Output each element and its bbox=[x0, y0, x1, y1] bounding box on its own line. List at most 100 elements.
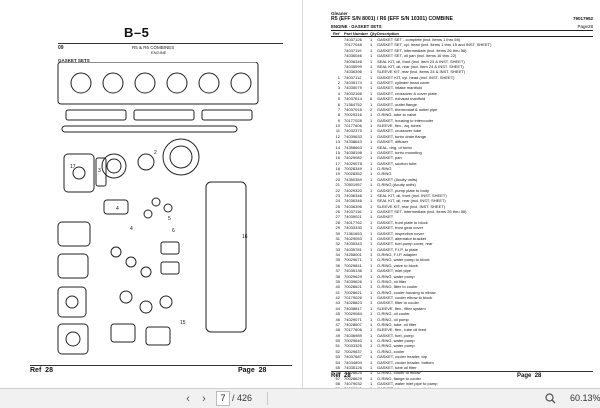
ref-cell: 33 bbox=[335, 246, 340, 252]
description-cell: GASKET bbox=[377, 214, 394, 220]
description-cell: O-RING, water pump bbox=[377, 343, 415, 349]
part-number-cell: 74035343 bbox=[344, 241, 362, 247]
part-number-cell: 74036346 bbox=[344, 192, 362, 198]
part-number-cell: 74037119 bbox=[344, 47, 362, 53]
footer-rule bbox=[331, 371, 593, 372]
qty-cell: 1 bbox=[370, 354, 373, 360]
qty-cell: 1 bbox=[370, 176, 373, 182]
description-cell: O-RING bbox=[377, 171, 392, 177]
column-rule bbox=[331, 30, 593, 31]
zoom-icon[interactable] bbox=[542, 391, 558, 406]
qty-cell: 1 bbox=[370, 69, 373, 75]
qty-cell: 1 bbox=[370, 327, 373, 333]
qty-cell: 1 bbox=[370, 219, 373, 225]
qty-cell: 1 bbox=[370, 128, 373, 134]
qty-cell: 1 bbox=[370, 370, 373, 376]
part-number-cell: 74032166 bbox=[344, 90, 362, 96]
description-cell: GASKET, F.I.P. to plate bbox=[377, 246, 418, 252]
description-cell: GASKET, cooler elbow to block bbox=[377, 295, 433, 300]
description-cell: O-RING, oil pump bbox=[377, 316, 409, 322]
ref-cell: 6 bbox=[337, 101, 340, 107]
part-number-cell: 74035174 bbox=[344, 80, 362, 85]
ref-cell: 12 bbox=[335, 133, 340, 139]
figure-number: 09 bbox=[58, 45, 64, 51]
chevron-left-icon[interactable]: ‹ bbox=[186, 392, 190, 405]
figure-subtitle-engine: ENGINE bbox=[151, 50, 167, 55]
part-number-cell: 70028352 bbox=[344, 171, 362, 177]
part-number-cell: 74038198 bbox=[344, 149, 362, 155]
ref-cell: 10 bbox=[335, 123, 340, 128]
qty-cell: 1 bbox=[370, 257, 373, 263]
ref-cell: 29 bbox=[335, 225, 340, 231]
description-cell: GASKET, diffuser bbox=[377, 139, 409, 145]
part-number-cell: 70029671 bbox=[344, 257, 362, 263]
description-cell: GASKET, inlet pipe bbox=[377, 268, 412, 274]
part-number-cell: 70179026 bbox=[344, 295, 362, 300]
ref-cell: 38 bbox=[335, 273, 340, 279]
ref-cell: 25 bbox=[335, 203, 340, 209]
part-number-cell: 74036396 bbox=[344, 203, 362, 209]
part-number-cell: 74039626 bbox=[344, 278, 362, 284]
part-number-cell: 74035079 bbox=[344, 85, 362, 91]
figure-subtitle: R5 & R6 COMBINES bbox=[132, 45, 175, 50]
description-cell: O-RING, filter to cooler bbox=[377, 284, 418, 290]
description-cell: SLEEVE KIT, rear (incl. INST. SHEET) bbox=[377, 203, 446, 209]
qty-cell: 1 bbox=[370, 90, 373, 96]
description-cell: GASKET SET, intermediate (incl. items 26… bbox=[377, 209, 467, 214]
part-number-cell: 70177606 bbox=[344, 327, 362, 333]
part-number-cell: 70501957 bbox=[344, 182, 362, 188]
qty-cell: 1 bbox=[370, 123, 373, 128]
description-cell: O-RING, F.I.P. adapter bbox=[377, 252, 417, 257]
engine-subtitle: ENGINE - GASKET SETS bbox=[331, 24, 382, 29]
description-cell: GASKET SET, oil pan (incl. items 16 thru… bbox=[377, 53, 457, 59]
description-cell: SLEEVE, flex., tube oil feed bbox=[377, 327, 427, 333]
qty-cell: 1 bbox=[370, 80, 373, 85]
description-cell: O-RING bbox=[377, 166, 392, 171]
qty-cell: 1 bbox=[370, 155, 373, 161]
callout-label: 4 bbox=[130, 226, 133, 232]
ref-cell: 15 bbox=[335, 149, 340, 155]
description-cell: GASKET SET, intermediate (incl. items 26… bbox=[377, 47, 467, 53]
page-number-input[interactable]: 7 bbox=[216, 391, 230, 406]
gasket-exploded-drawing: 17 3 2 4 4 5 6 15 16 bbox=[57, 62, 259, 355]
part-number-cell: 74037016 bbox=[344, 106, 362, 112]
page-divider bbox=[302, 0, 303, 388]
description-cell: O-RING, water pump to block bbox=[377, 257, 430, 263]
description-cell: GASKET SET - complete (incl. items 1 thr… bbox=[377, 37, 461, 42]
part-number-cell: 74036046 bbox=[344, 53, 362, 59]
ref-cell: 49 bbox=[335, 332, 340, 338]
chevron-right-icon[interactable]: › bbox=[202, 392, 206, 405]
col-desc-header: Description bbox=[377, 31, 400, 36]
zoom-level[interactable]: 60.13% bbox=[570, 393, 600, 403]
part-number-cell: 74029053 bbox=[344, 235, 362, 241]
qty-cell: 1 bbox=[370, 246, 373, 252]
ref-cell: 28 bbox=[335, 219, 340, 225]
qty-cell: 1 bbox=[370, 112, 373, 118]
ref-cell: 2 bbox=[337, 80, 340, 85]
qty-cell: 1 bbox=[370, 305, 373, 311]
